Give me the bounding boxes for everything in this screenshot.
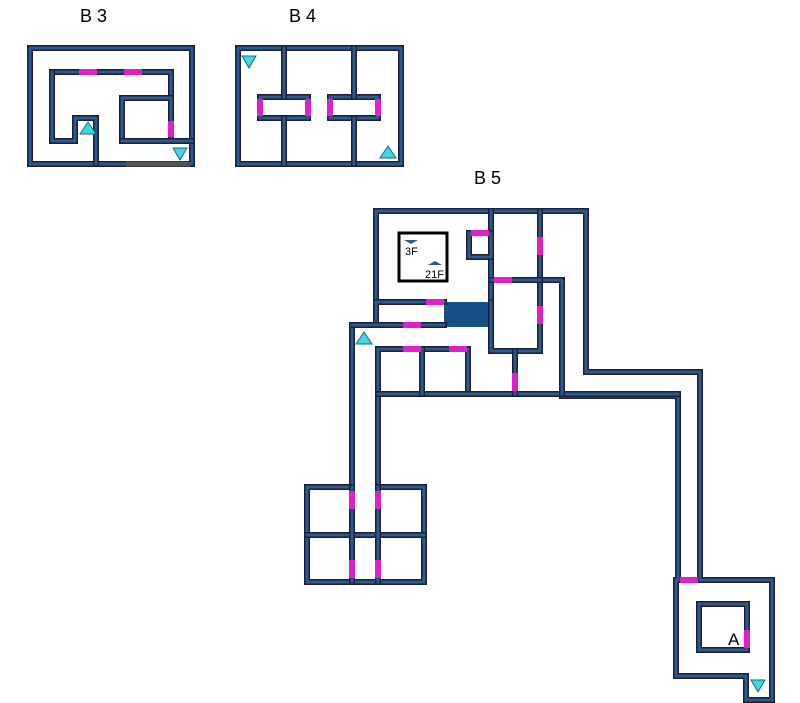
wall-outline [488, 277, 565, 397]
door [471, 230, 489, 236]
floor-label-b4: B 4 [289, 6, 316, 26]
floor-b3: B 3 [27, 6, 195, 167]
elevator-up-label: 21F [425, 269, 444, 281]
wall-outline [304, 299, 471, 585]
elevator-down-icon [404, 240, 418, 244]
floor-b5: B 5 3F [304, 168, 775, 703]
door [744, 630, 750, 648]
door [305, 99, 311, 116]
b5-doors [349, 230, 750, 648]
floor-label-b5: B 5 [474, 168, 501, 188]
wall [50, 70, 98, 166]
wall-outline [49, 69, 174, 144]
wall-outline [119, 95, 174, 144]
door [327, 99, 333, 116]
stairs-up-icon [355, 331, 373, 345]
door [449, 346, 467, 352]
stairs-down-icon [750, 679, 766, 693]
wall-outline [327, 94, 381, 121]
floor-b4: B 4 [235, 6, 404, 167]
door [512, 373, 518, 391]
wall [50, 70, 173, 143]
wall [305, 300, 470, 584]
wall [328, 95, 380, 120]
door [403, 322, 421, 328]
b3-walls [27, 45, 195, 167]
b5-walls [304, 208, 775, 703]
wall [489, 278, 564, 396]
stairs-down-icon [172, 147, 188, 161]
wall [258, 95, 310, 120]
door [680, 577, 698, 583]
door [349, 491, 355, 509]
wall [28, 46, 194, 166]
wall [467, 231, 493, 259]
wall [374, 209, 774, 702]
elevator-down-label: 3F [405, 246, 418, 258]
door [257, 99, 263, 116]
door [168, 121, 174, 137]
wall-outline [257, 94, 311, 121]
door [79, 69, 97, 75]
door [349, 560, 355, 578]
door [375, 99, 381, 116]
stairs-up-icon [379, 145, 397, 159]
door [537, 237, 543, 255]
wall [120, 96, 173, 143]
elevator-up-icon [428, 261, 442, 265]
wall-outline [696, 601, 750, 653]
door [124, 69, 142, 75]
wall [697, 602, 749, 652]
b4-doors [257, 99, 381, 116]
stairs-down-icon [241, 55, 257, 69]
door [375, 491, 381, 509]
door [403, 346, 421, 352]
door [494, 277, 512, 283]
wall-outline [466, 230, 494, 260]
door [537, 306, 543, 324]
floor-label-b3: B 3 [80, 6, 107, 26]
b3-doors [79, 69, 174, 137]
wall-outline [373, 208, 775, 703]
point-a-label: A [728, 630, 740, 649]
elevator: 3F 21F [397, 231, 449, 283]
door [426, 299, 444, 305]
dark-floor-tile [444, 302, 490, 327]
wall [236, 46, 403, 166]
door [375, 560, 381, 578]
stairs-up-icon [79, 121, 97, 135]
